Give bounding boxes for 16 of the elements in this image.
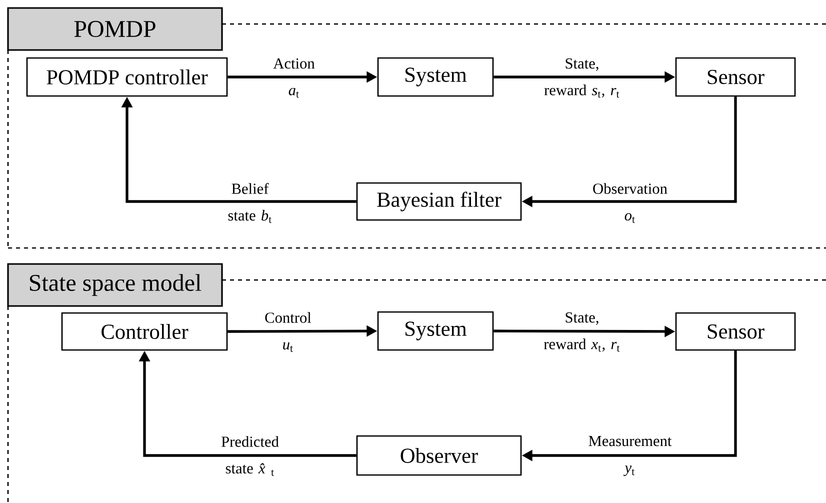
process-box: POMDP controller: [26, 57, 228, 97]
process-box: Controller: [61, 312, 228, 351]
edge-label: Measurement y$_{t}$: [588, 436, 672, 476]
process-box: Sensor: [675, 57, 796, 97]
process-box: System: [377, 57, 494, 97]
edge-label: State, reward s$_{t}$, r$_{t}$: [544, 58, 620, 98]
edge-label: Predicted state x̂$_{t}$: [222, 436, 279, 476]
edge-label: Action a$_{t}$: [273, 58, 315, 98]
process-box: Observer: [356, 435, 522, 476]
process-box: Bayesian filter: [356, 182, 522, 221]
edge-label: Belief state b$_{t}$: [228, 183, 272, 223]
edge-label: State, reward x$_{t}$, r$_{t}$: [544, 312, 620, 352]
process-box: Sensor: [675, 312, 796, 351]
edge-label: Control u$_{t}$: [265, 312, 312, 352]
process-box: System: [377, 311, 494, 351]
edge-label: Observation o$_{t}$: [593, 183, 668, 223]
